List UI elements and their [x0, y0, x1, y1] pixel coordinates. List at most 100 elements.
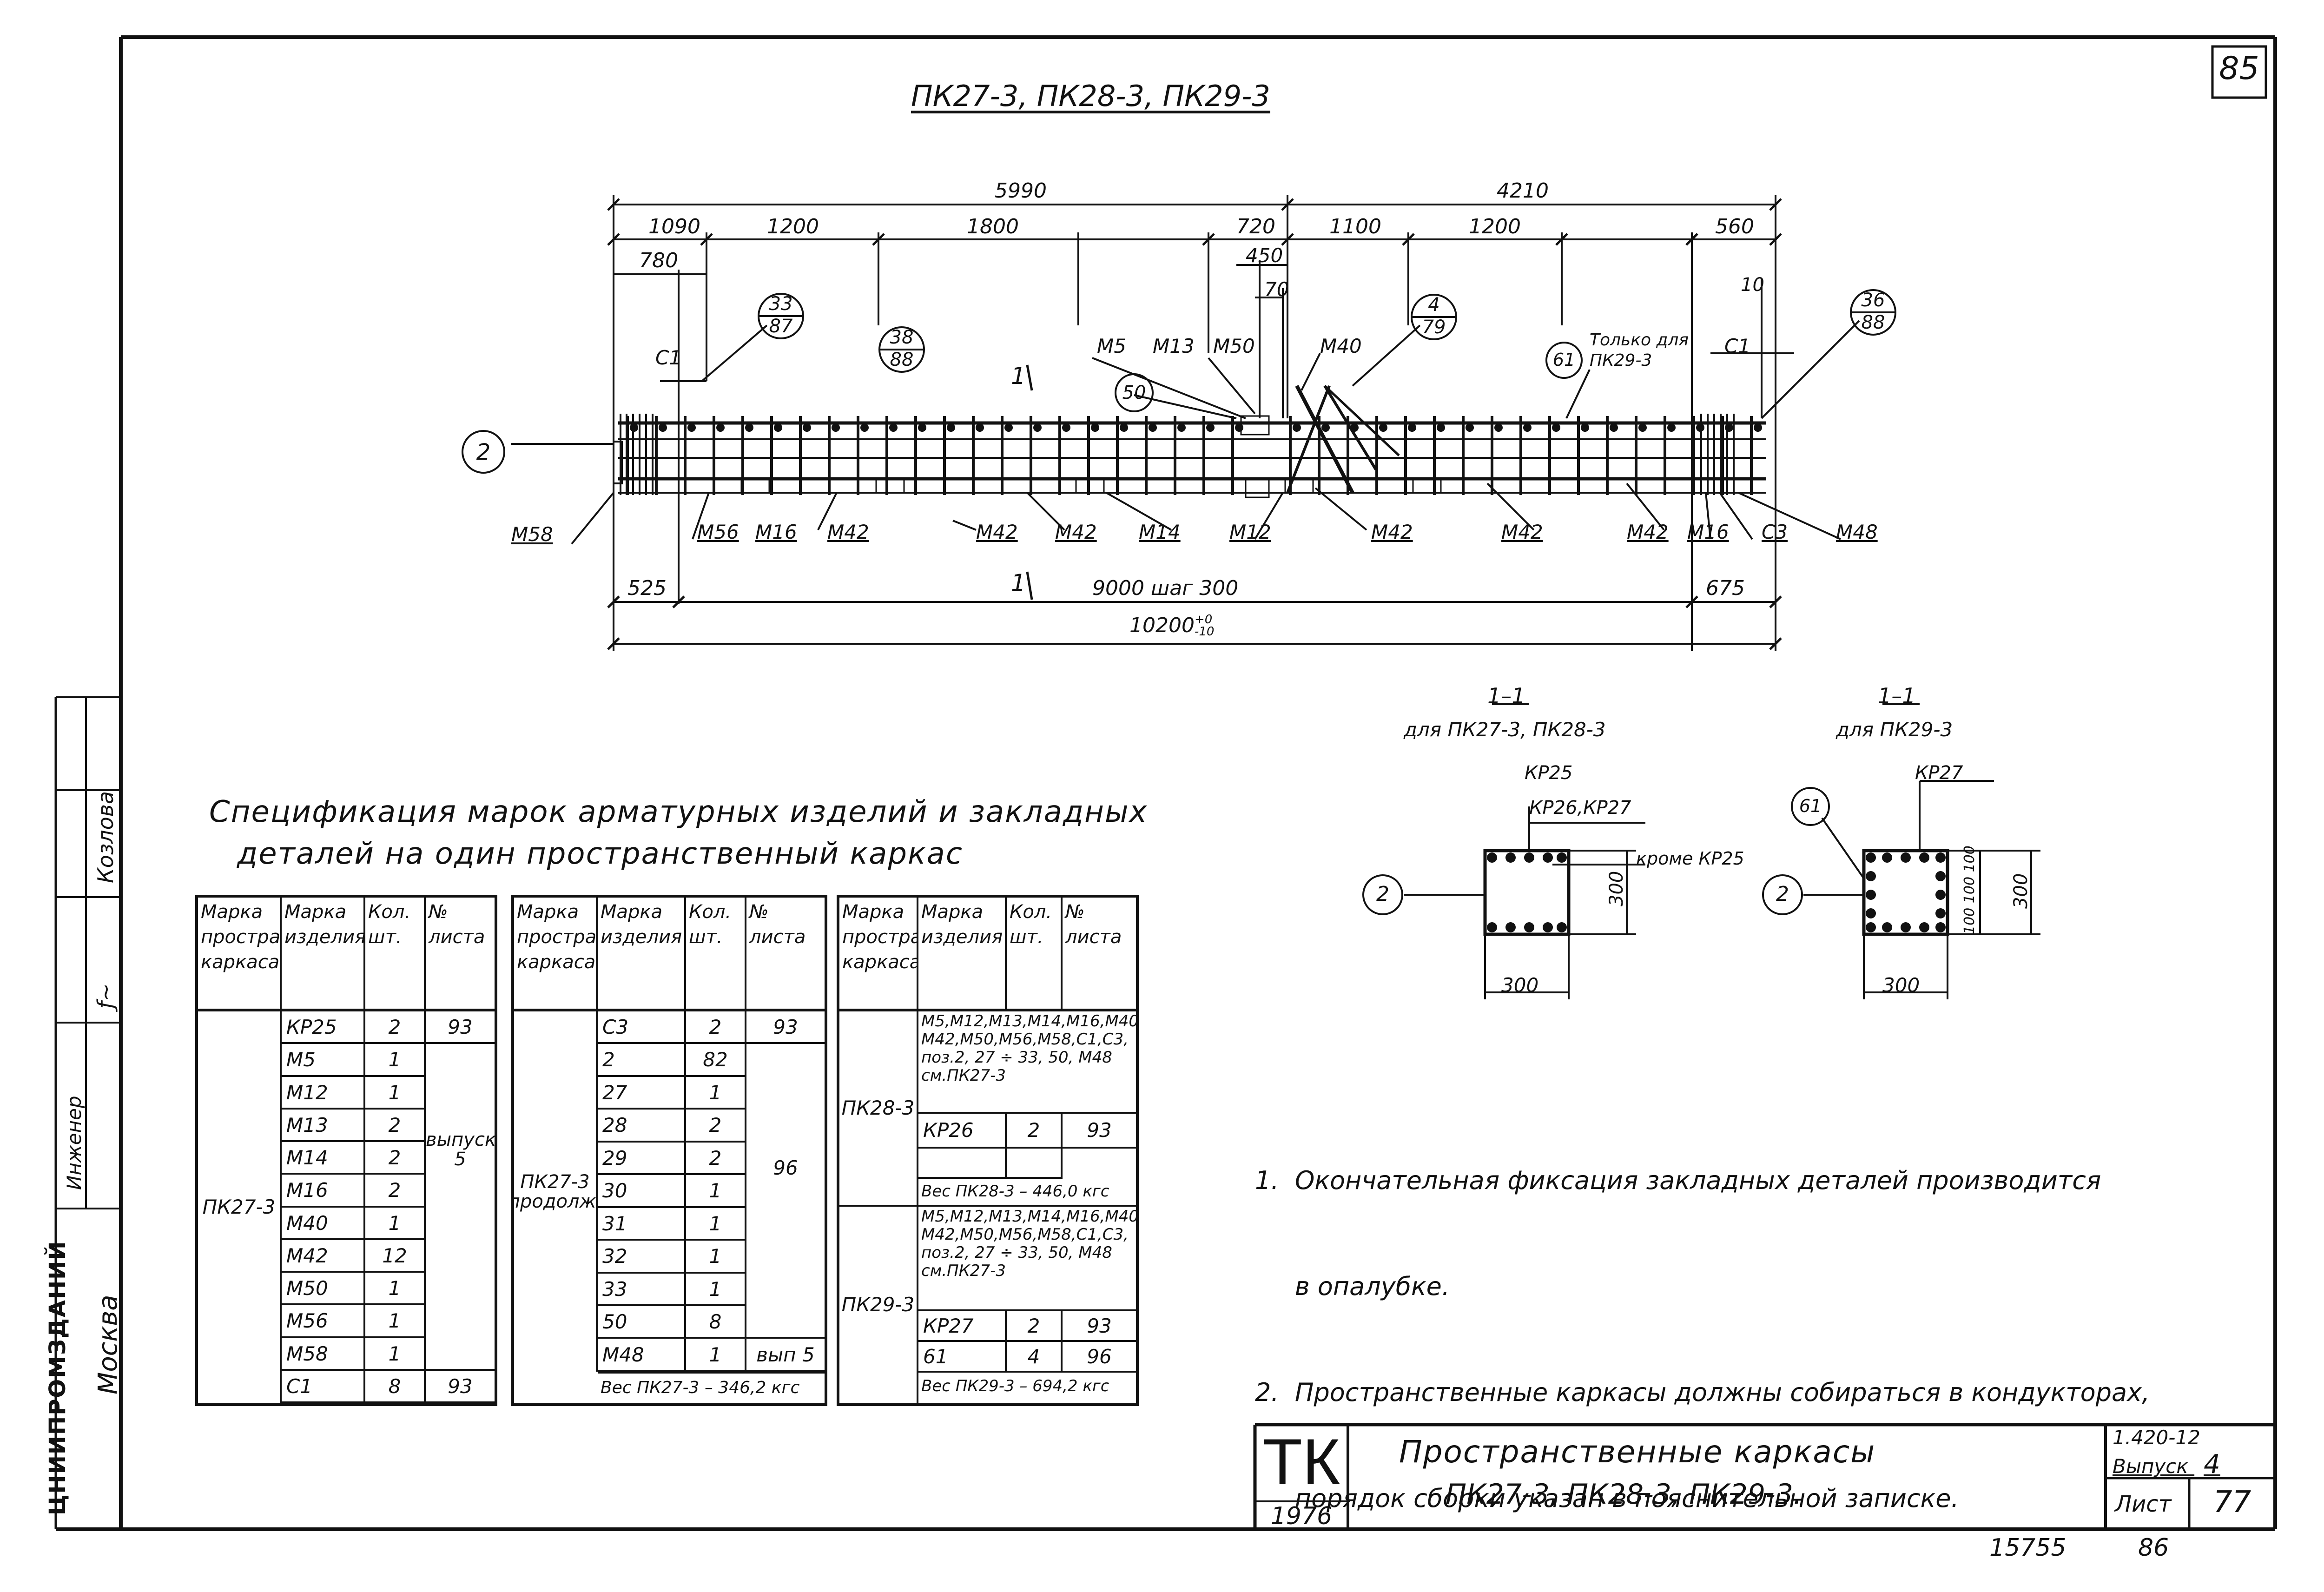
- t3-header-sheet: № листа: [1063, 898, 1136, 1011]
- table-row-sheet: вып 5: [746, 1339, 825, 1372]
- table-row-qty: 1: [686, 1339, 746, 1372]
- table-row-qty: 1: [365, 1077, 426, 1110]
- rebar-dot: [1505, 852, 1516, 863]
- table-row-qty: 2: [365, 1011, 426, 1044]
- table-row-qty: 1: [686, 1077, 746, 1110]
- tb-series: 1.420-12: [2113, 1426, 2200, 1449]
- bar-dot: [1610, 423, 1618, 432]
- bar-dot: [1033, 423, 1042, 432]
- table-row-item: М58: [282, 1338, 365, 1371]
- table-row-qty: 8: [365, 1370, 426, 1403]
- t3-a-item: КР26: [918, 1114, 1007, 1149]
- label-c1-left: С1: [655, 346, 682, 369]
- table-row-item: М5: [282, 1044, 365, 1077]
- rebar-dot: [1505, 922, 1516, 932]
- drawing-title: ПК27-3, ПК28-3, ПК29-3: [911, 79, 1270, 113]
- table-row-item: М42: [282, 1240, 365, 1273]
- label-m58: М58: [511, 523, 553, 546]
- bar-dot: [860, 423, 869, 432]
- dim-total-tolerance: +0-10: [1194, 613, 1215, 639]
- label-m42-5: М42: [1501, 521, 1543, 543]
- rebar-dot: [1901, 852, 1911, 863]
- rebar-dot: [1935, 852, 1946, 863]
- label-m42-6: М42: [1627, 521, 1669, 543]
- rebar-dot: [1935, 908, 1946, 918]
- bar-dot: [918, 423, 926, 432]
- dim-780: 780: [639, 249, 678, 272]
- rebar-dot: [1882, 922, 1892, 932]
- tb-title-2: ПК27-3, ПК28-3, ПК29-3.: [1446, 1478, 1802, 1511]
- t3-b-qty-2: 4: [1007, 1342, 1063, 1373]
- t3-header-frame: Марка простран. каркаса: [839, 898, 918, 1011]
- bar-dot: [1638, 423, 1647, 432]
- rebar-dot: [1882, 852, 1892, 863]
- bar-dot: [832, 423, 840, 432]
- dim-1200a: 1200: [767, 215, 819, 238]
- t1-header-frame: Марка простран. каркаса: [198, 898, 282, 1011]
- tk-logo: ТК: [1262, 1425, 1340, 1498]
- tb-issue-value: 4: [2204, 1449, 2220, 1480]
- t1-header-item: Марка изделия: [282, 898, 365, 1011]
- bar-dot: [659, 423, 667, 432]
- t1-frame: ПК27-3: [198, 1011, 282, 1403]
- bar-dot: [976, 423, 984, 432]
- table-row-item: 27: [598, 1077, 686, 1110]
- table-row-sheet: 93: [426, 1011, 495, 1044]
- t3-b-sheet-1: 93: [1063, 1311, 1136, 1342]
- spec-title-2: деталей на один пространственный каркас: [237, 837, 963, 871]
- bar-dot: [1552, 423, 1560, 432]
- table-row-qty: 1: [365, 1338, 426, 1371]
- rebar-dot: [1487, 922, 1497, 932]
- rebar-dot: [1935, 922, 1946, 932]
- rebar-dot: [1866, 922, 1876, 932]
- bar-dot: [1408, 423, 1416, 432]
- t2-header-item: Марка изделия: [598, 898, 686, 1011]
- table-row-qty: 1: [365, 1273, 426, 1306]
- bar-dot: [745, 423, 753, 432]
- rebar-dot: [1866, 890, 1876, 900]
- tb-issue-label: Выпуск: [2113, 1455, 2188, 1478]
- table-row-item: М50: [282, 1273, 365, 1306]
- table-row-qty: 1: [365, 1305, 426, 1338]
- dim-70: 70: [1264, 278, 1289, 301]
- table-row-qty: 1: [686, 1273, 746, 1307]
- dim-10: 10: [1741, 274, 1764, 296]
- label-m5: М5: [1097, 335, 1126, 357]
- section-mark-bottom: 1: [1011, 569, 1026, 596]
- rebar-dot: [1866, 871, 1876, 881]
- table-row-qty: 2: [365, 1109, 426, 1142]
- section-b-dim-w: 300: [1882, 974, 1920, 997]
- section-a-dim-w: 300: [1501, 974, 1539, 997]
- bar-dot: [1379, 423, 1387, 432]
- label-m16-left: М16: [755, 521, 797, 543]
- dim-9000: 9000 шаг 300: [1092, 576, 1239, 600]
- table-row-qty: 2: [686, 1011, 746, 1044]
- table-row-item: М40: [282, 1207, 365, 1240]
- section-a-kr25: КР25: [1525, 762, 1573, 784]
- table-row-item: С3: [598, 1011, 686, 1044]
- table-row-qty: 2: [365, 1142, 426, 1175]
- table-row-item: 28: [598, 1110, 686, 1143]
- bar-dot: [1004, 423, 1013, 432]
- dim-525: 525: [627, 576, 667, 600]
- bar-dot: [1494, 423, 1503, 432]
- t3-b-item-2: 61: [918, 1342, 1007, 1373]
- rebar-dot: [1901, 922, 1911, 932]
- table-row-item: 33: [598, 1273, 686, 1307]
- section-a-subtitle: для ПК27-3, ПК28-3: [1404, 718, 1606, 741]
- label-m42-4: М42: [1371, 521, 1413, 543]
- table-row-item: 32: [598, 1241, 686, 1274]
- table-row-qty: 8: [686, 1306, 746, 1339]
- table-row-item: КР25: [282, 1011, 365, 1044]
- label-m12: М12: [1229, 521, 1271, 543]
- tb-issue: Выпуск 4: [2113, 1449, 2220, 1480]
- t3-header-item: Марка изделия: [918, 898, 1007, 1011]
- table-row-qty: 2: [686, 1142, 746, 1176]
- section-b-subtitle: для ПК29-3: [1836, 718, 1953, 741]
- table-row-qty: 82: [686, 1044, 746, 1077]
- table-row-sheet: 93: [746, 1011, 825, 1044]
